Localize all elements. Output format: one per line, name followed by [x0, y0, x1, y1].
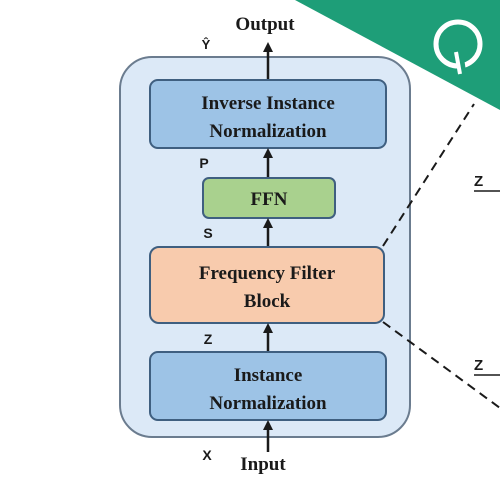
- zoom-line-bottom: [382, 321, 500, 409]
- inverse-norm-line2: Normalization: [209, 121, 327, 142]
- z-inner-label: Z: [204, 331, 213, 347]
- instance-norm-line2: Normalization: [209, 393, 327, 414]
- freq-filter-line2: Block: [244, 291, 291, 312]
- right-z-label-bottom: Z: [474, 357, 500, 376]
- q-logo-icon: [295, 0, 500, 110]
- freq-filter-line1: Frequency Filter: [199, 263, 336, 284]
- y-hat-label: Ŷ: [202, 37, 211, 52]
- s-label: S: [203, 225, 212, 241]
- ffn-label: FFN: [251, 189, 288, 210]
- right-z-label-top: Z: [474, 173, 500, 192]
- instance-norm-line1: Instance: [234, 365, 303, 386]
- inverse-norm-line1: Inverse Instance: [201, 93, 335, 114]
- svg-text:Z: Z: [474, 357, 483, 374]
- svg-text:Z: Z: [474, 173, 483, 190]
- p-label: P: [199, 155, 208, 171]
- zoom-line-top: [382, 103, 475, 247]
- input-label: Input: [240, 454, 286, 475]
- x-label: X: [202, 447, 212, 463]
- output-label: Output: [235, 14, 295, 35]
